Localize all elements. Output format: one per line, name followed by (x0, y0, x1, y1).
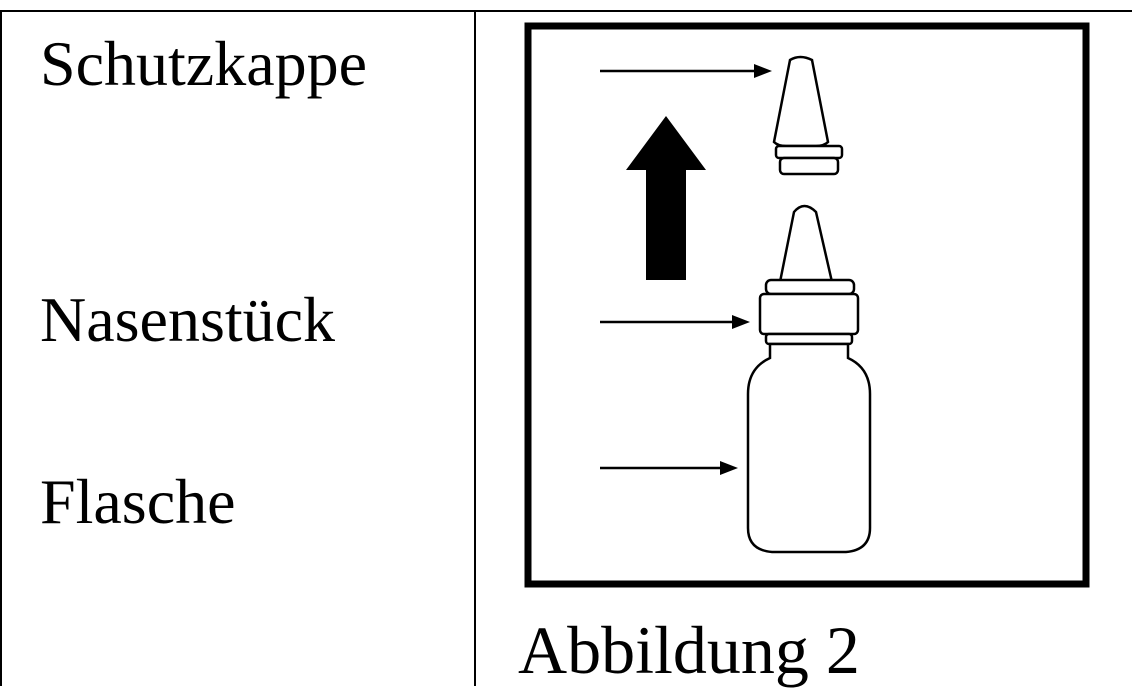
bottle-icon (746, 204, 872, 554)
pointer-arrow-icon-bottle (600, 461, 738, 475)
label-cap: Schutzkappe (40, 28, 367, 99)
column-divider (474, 10, 476, 686)
cap-icon (772, 55, 844, 176)
arrow-up-icon (626, 116, 706, 280)
label-nosepiece: Nasenstück (40, 284, 336, 355)
pointer-arrow-icon-nosepiece (600, 315, 750, 329)
illustration (524, 22, 1090, 588)
left-edge (0, 10, 2, 686)
figure-caption: Abbildung 2 (518, 612, 860, 688)
pointer-arrow-icon-cap (600, 64, 772, 78)
top-rule (0, 10, 1132, 12)
illustration-frame (524, 22, 1090, 588)
label-bottle: Flasche (40, 466, 236, 537)
